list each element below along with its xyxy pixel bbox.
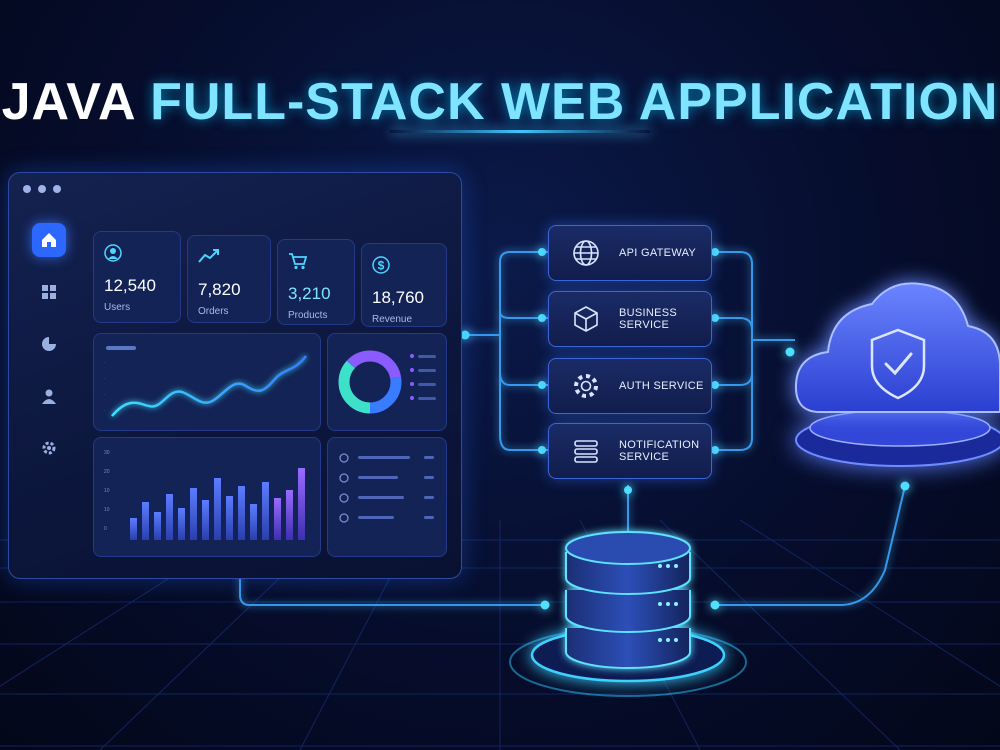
title-rest: FULL-STACK WEB APPLICATION bbox=[150, 73, 999, 131]
service-line1: AUTH SERVICE bbox=[619, 380, 704, 392]
stat-label: Users bbox=[104, 302, 131, 313]
list-card bbox=[327, 437, 447, 557]
donut-chart bbox=[338, 350, 436, 414]
trend-icon bbox=[198, 248, 220, 269]
service-label: AUTH SERVICE bbox=[619, 359, 704, 413]
stat-value: 18,760 bbox=[372, 288, 424, 307]
stat-card-users[interactable]: 12,540 Users bbox=[93, 231, 181, 323]
stat-label: Revenue bbox=[372, 314, 413, 325]
list-icon bbox=[571, 436, 601, 466]
pie-chart-icon[interactable] bbox=[32, 327, 66, 361]
stat-card-revenue[interactable]: $ 18,760 Revenue bbox=[361, 243, 447, 327]
grid-icon[interactable] bbox=[32, 275, 66, 309]
stat-value: 7,820 bbox=[198, 280, 241, 299]
axis-tick: 20 bbox=[104, 469, 110, 475]
service-line2: SERVICE bbox=[619, 451, 670, 463]
service-label: NOTIFICATION SERVICE bbox=[619, 424, 699, 478]
stat-card-products[interactable]: 3,210 Products bbox=[277, 239, 355, 325]
axis-tick: 30 bbox=[104, 450, 110, 456]
service-api-gateway[interactable]: API GATEWAY bbox=[548, 225, 712, 281]
cube-icon bbox=[571, 304, 601, 334]
svg-text:·: · bbox=[104, 376, 106, 382]
donut-chart-card bbox=[327, 333, 447, 431]
svg-text:·: · bbox=[104, 408, 106, 414]
bar-chart-card: 30 20 10 10 0 bbox=[93, 437, 321, 557]
axis-tick: 0 bbox=[104, 526, 107, 532]
axis-tick: 10 bbox=[104, 488, 110, 494]
title-java: JAVA bbox=[1, 73, 135, 131]
service-line1: NOTIFICATION bbox=[619, 439, 700, 451]
axis-tick: 10 bbox=[104, 507, 110, 513]
stat-label: Orders bbox=[198, 306, 229, 317]
service-business[interactable]: BUSINESS SERVICE bbox=[548, 291, 712, 347]
shield-icon bbox=[870, 328, 926, 400]
sidebar bbox=[23, 223, 75, 465]
globe-icon bbox=[571, 238, 601, 268]
page-title: JAVA FULL-STACK WEB APPLICATION bbox=[0, 72, 1000, 132]
service-label: API GATEWAY bbox=[619, 226, 696, 280]
service-auth[interactable]: AUTH SERVICE bbox=[548, 358, 712, 414]
user-icon[interactable] bbox=[32, 379, 66, 413]
dashboard-window: 12,540 Users 7,820 Orders 3,210 Products… bbox=[8, 172, 462, 579]
cog-icon bbox=[571, 371, 601, 401]
service-line1: API GATEWAY bbox=[619, 247, 697, 259]
home-icon[interactable] bbox=[32, 223, 66, 257]
user-circle-icon bbox=[104, 244, 122, 267]
line-chart: · · · · bbox=[104, 355, 307, 417]
svg-text:$: $ bbox=[378, 259, 385, 273]
line-chart-card: · · · · bbox=[93, 333, 321, 431]
stat-label: Products bbox=[288, 310, 328, 321]
dollar-icon: $ bbox=[372, 256, 390, 279]
bar-chart bbox=[130, 468, 305, 540]
bar-axis: 30 20 10 10 0 bbox=[104, 450, 110, 532]
svg-text:·: · bbox=[104, 360, 106, 366]
svg-text:·: · bbox=[104, 392, 106, 398]
title-underline bbox=[390, 130, 650, 133]
service-line1: BUSINESS bbox=[619, 307, 678, 319]
service-notification[interactable]: NOTIFICATION SERVICE bbox=[548, 423, 712, 479]
list-lines bbox=[339, 453, 434, 523]
window-controls bbox=[23, 185, 61, 193]
cart-icon bbox=[288, 252, 308, 275]
stat-card-orders[interactable]: 7,820 Orders bbox=[187, 235, 271, 323]
gear-icon[interactable] bbox=[32, 431, 66, 465]
stat-value: 12,540 bbox=[104, 276, 156, 295]
service-label: BUSINESS SERVICE bbox=[619, 292, 677, 346]
service-line2: SERVICE bbox=[619, 319, 670, 331]
stat-value: 3,210 bbox=[288, 284, 331, 303]
